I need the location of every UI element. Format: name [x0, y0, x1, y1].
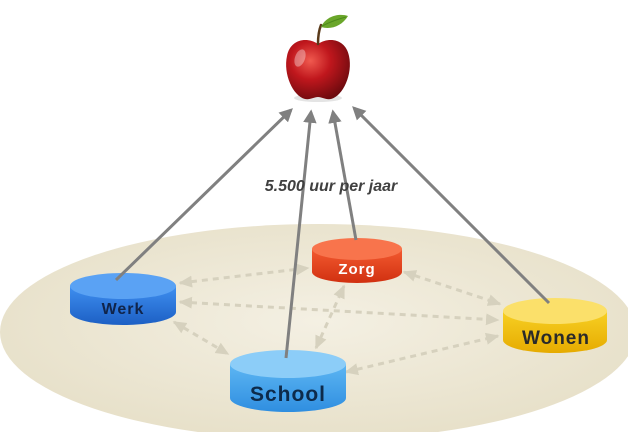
connector-zorg-wonen — [402, 270, 502, 306]
arrow-school-to-apple — [284, 109, 317, 359]
dashed-connectors — [172, 263, 502, 376]
apple-icon — [286, 14, 350, 102]
node-school: School — [230, 350, 346, 412]
node-wonen: Wonen — [503, 298, 607, 353]
arrow-werk-to-apple — [114, 108, 293, 282]
node-label-zorg: Zorg — [338, 261, 375, 278]
node-werk: Werk — [70, 273, 176, 325]
arrow-zorg-to-apple — [328, 109, 358, 241]
node-zorg: Zorg — [312, 238, 402, 283]
apple-arrows — [114, 106, 551, 359]
arrow-wonen-to-apple — [352, 106, 551, 305]
connector-school-wonen — [344, 332, 500, 376]
node-label-werk: Werk — [102, 301, 145, 318]
connector-school-zorg — [314, 284, 346, 350]
node-label-wonen: Wonen — [522, 328, 590, 349]
hours-per-year-label: 5.500 uur per jaar — [265, 178, 398, 195]
node-label-school: School — [250, 383, 326, 406]
